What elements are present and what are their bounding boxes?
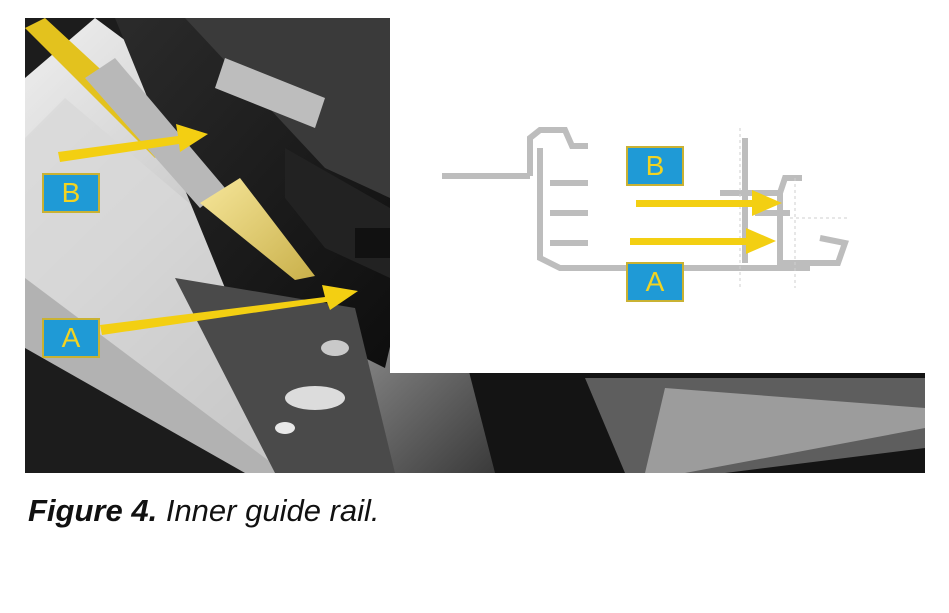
diagram-label-a: A: [626, 262, 684, 302]
photo-arrow-b: [58, 124, 208, 162]
diagram-arrow-b: [636, 190, 782, 216]
figure-caption: Figure 4. Inner guide rail.: [28, 493, 380, 529]
figure-number: Figure 4.: [28, 493, 158, 528]
photo-arrow-a: [100, 285, 358, 335]
photo-label-b: B: [42, 173, 100, 213]
photo-label-a: A: [42, 318, 100, 358]
diagram-label-b: B: [626, 146, 684, 186]
figure-title: Inner guide rail.: [165, 493, 380, 528]
rail-cross-section-diagram: [390, 18, 925, 373]
diagram-arrow-a: [630, 228, 776, 254]
